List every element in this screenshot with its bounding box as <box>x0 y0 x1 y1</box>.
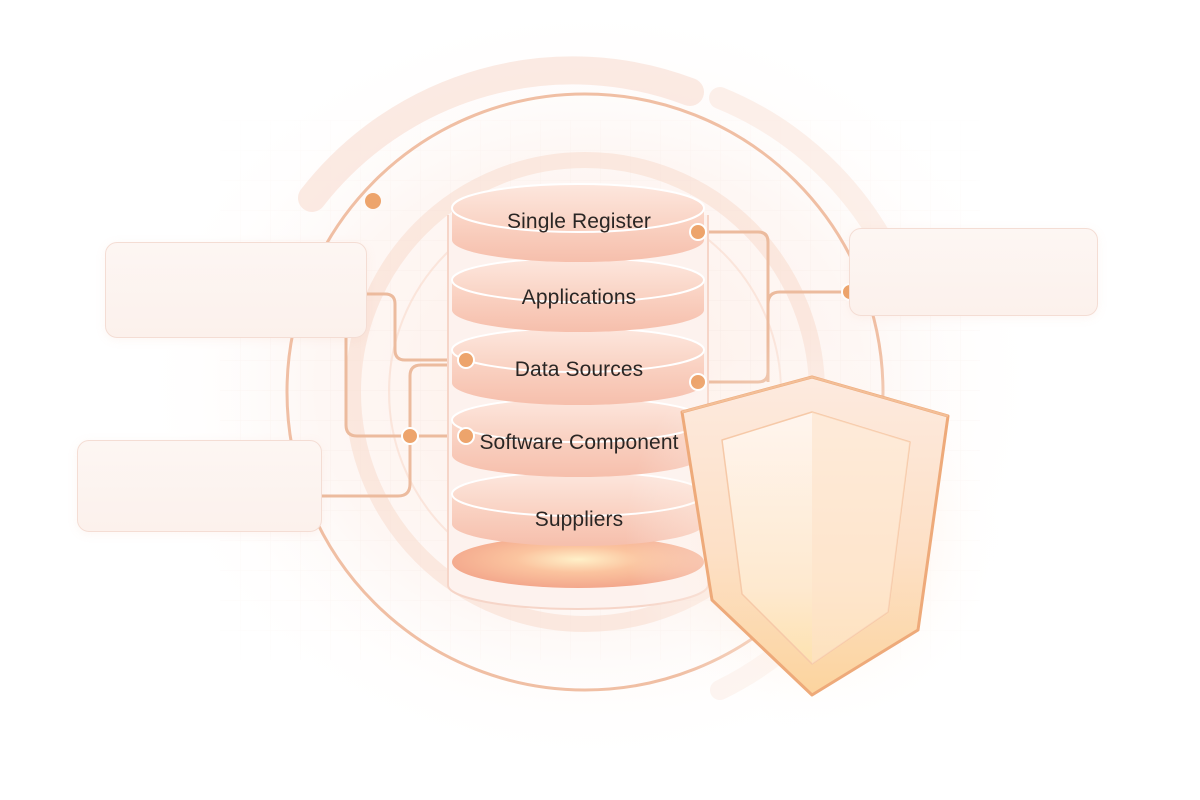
layer-label-applications: Applications <box>521 286 637 309</box>
layer-label-suppliers: Suppliers <box>534 508 624 531</box>
layer-label-single-register: Single Register <box>507 210 651 233</box>
callout-box-left-top <box>105 242 367 338</box>
shield-icon <box>625 335 1005 735</box>
layer-label-data-sources: Data Sources <box>514 358 644 381</box>
callout-box-left-bottom <box>77 440 322 532</box>
callout-box-right <box>849 228 1098 316</box>
layer-label-software-component: Software Component <box>479 431 679 454</box>
